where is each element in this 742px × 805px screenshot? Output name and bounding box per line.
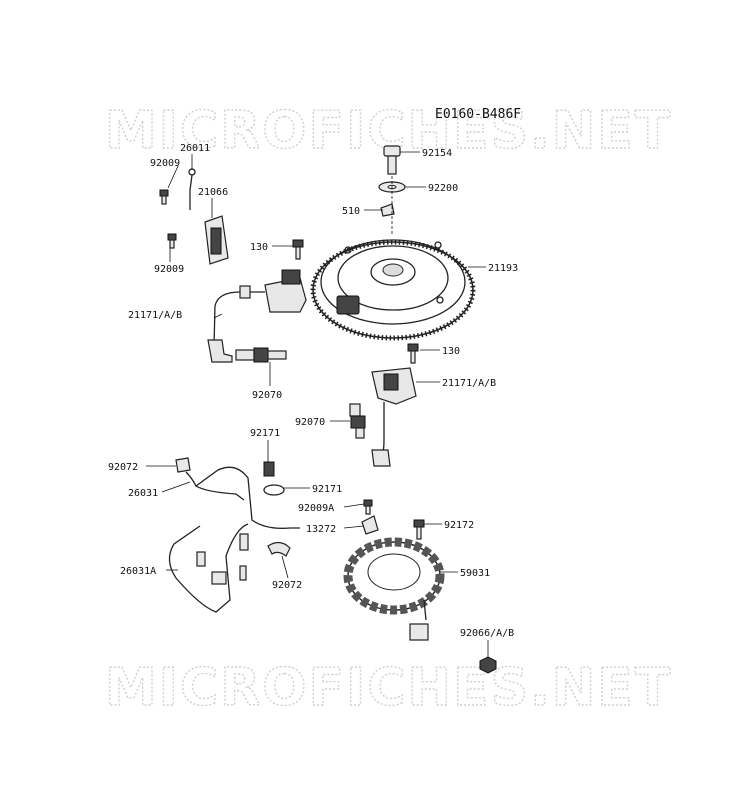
callout-92070-upper: 92070 [252, 390, 282, 401]
callout-92200: 92200 [428, 183, 458, 194]
callout-13272: 13272 [306, 524, 336, 535]
callout-92171-side: 92171 [312, 484, 342, 495]
leader-lines [146, 151, 489, 657]
callout-21171-upper: 21171/A/B [128, 310, 182, 321]
bolt-92172 [413, 519, 425, 540]
callout-130-lower: 130 [442, 346, 460, 357]
callout-92154: 92154 [422, 148, 452, 159]
callout-92009-top: 92009 [150, 158, 180, 169]
screw-92009A [363, 499, 373, 515]
callout-26011: 26011 [180, 143, 210, 154]
callout-26031: 26031 [128, 488, 158, 499]
module-21066 [204, 215, 229, 265]
terminal-92171-a [263, 461, 275, 477]
bolt-92154 [383, 145, 401, 175]
callout-92066: 92066/A/B [460, 628, 514, 639]
spark-plug-cap-upper [207, 339, 233, 363]
terminal-92171-b [263, 484, 285, 496]
callout-130-upper: 130 [250, 242, 268, 253]
callout-92072-upper: 92072 [108, 462, 138, 473]
connector-92072-lower [267, 541, 291, 557]
screw-92009-bottom [167, 233, 177, 249]
callout-labels: 92154 92200 510 21193 130 26011 92009 21… [108, 143, 518, 639]
spark-plug-92070-lower [349, 403, 366, 439]
ignition-coil-lower [371, 367, 417, 467]
key-510 [380, 203, 395, 217]
callout-92070-lower: 92070 [295, 417, 325, 428]
callout-92072-lower: 92072 [272, 580, 302, 591]
connector-92072-upper [175, 457, 191, 473]
bolt-130-lower [407, 343, 419, 364]
callout-21171-lower: 21171/A/B [442, 378, 496, 389]
watermark-bottom: MICROFICHES.NET [105, 658, 672, 718]
callout-92172: 92172 [444, 520, 474, 531]
screw-92009-top [159, 189, 169, 205]
callout-92009A: 92009A [298, 503, 334, 514]
spark-plug-92070-upper [235, 347, 287, 363]
ignition-coil-upper [213, 269, 307, 347]
callout-92009-bottom: 92009 [154, 264, 184, 275]
clamp-13272 [361, 515, 379, 535]
harness-26031A [168, 523, 249, 613]
nut-92066 [479, 656, 497, 674]
wire-26011 [188, 168, 196, 210]
callout-21066: 21066 [198, 187, 228, 198]
stator-59031 [343, 537, 445, 641]
bolt-130-upper [292, 239, 304, 260]
flywheel-21193 [310, 239, 476, 341]
diagram-code: E0160-B486F [435, 107, 521, 122]
callout-59031: 59031 [460, 568, 490, 579]
callout-26031A: 26031A [120, 566, 156, 577]
callout-92171-top: 92171 [250, 428, 280, 439]
harness-26031 [185, 466, 300, 551]
callout-510: 510 [342, 206, 360, 217]
callout-21193: 21193 [488, 263, 518, 274]
